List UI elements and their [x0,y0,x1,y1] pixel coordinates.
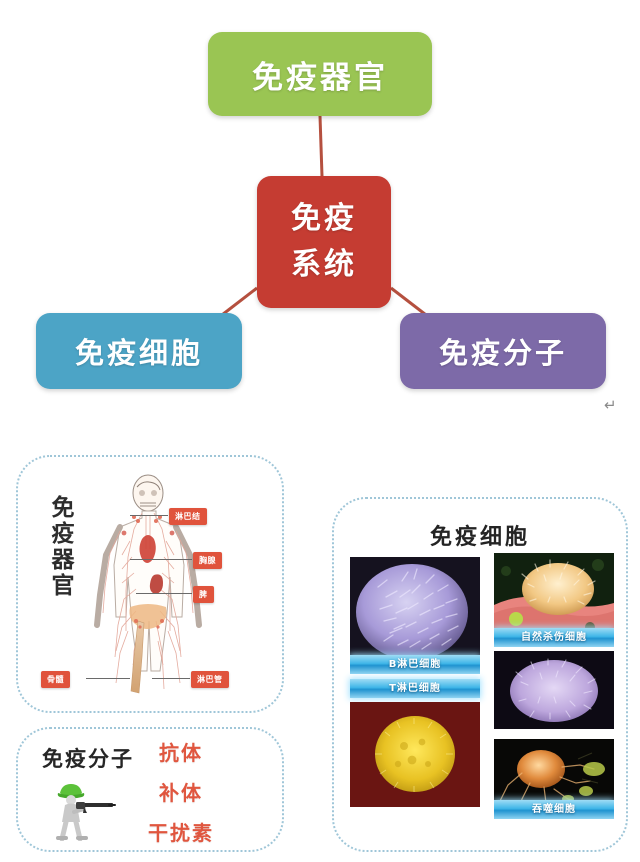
node-immune-cells-label: 免疫细胞 [74,336,203,370]
panel-immune-molecules: 免疫分子 抗体 补体 干扰素 [16,727,284,852]
connector-center-to-organs [318,115,324,177]
macrophage-micrograph [350,702,480,807]
immune-system-mindmap: 免疫器官 免疫 系统 免疫细胞 免疫分子 ↵ [0,0,640,430]
paragraph-return-icon: ↵ [604,396,617,414]
leader-line-thymus [130,559,192,560]
panel-immune-cells: 免疫细胞 [332,497,628,852]
panel-immune-cells-title: 免疫细胞 [429,525,530,550]
human-lymphatic-body-diagram [94,474,202,694]
molecule-item-complement: 补体 [159,781,203,805]
cell-card-macrophage[interactable] [350,702,480,807]
organ-tag-lymphvessel: 淋巴管 [191,671,229,688]
immune-molecule-list: 抗体 补体 干扰素 [148,737,214,846]
node-immune-system[interactable]: 免疫 系统 [257,176,391,308]
cell-card-b-lymphocyte-label: B淋巴细胞 [350,655,480,674]
cell-card-phagocyte[interactable]: 吞噬细胞 [494,739,614,819]
molecule-item-interferon: 干扰素 [148,821,214,845]
b-lymphocyte-micrograph [350,557,480,674]
cell-card-nk-cell-label: 自然杀伤细胞 [494,628,614,647]
panel-immune-organs: 免疫器官 [16,455,284,713]
panel-immune-organs-title: 免疫器官 [47,495,73,599]
organ-tag-thymus: 胸腺 [193,552,222,569]
cell-label-t-lymphocyte[interactable]: T淋巴细胞 [350,679,480,698]
cell-card-b-lymphocyte[interactable]: B淋巴细胞 [350,557,480,674]
node-immune-system-label-line2: 系统 [291,247,357,282]
node-immune-organs[interactable]: 免疫器官 [208,32,432,116]
molecule-item-antibody: 抗体 [159,741,203,765]
lymphocyte-micrograph [494,651,614,729]
soldier-icon [56,784,116,841]
node-immune-molecules[interactable]: 免疫分子 [400,313,606,389]
panel-immune-molecules-title: 免疫分子 [42,747,134,771]
cell-card-nk-cell[interactable]: 自然杀伤细胞 [494,553,614,647]
organ-tag-spleen: 脾 [193,586,214,603]
node-immune-organs-label: 免疫器官 [252,59,388,96]
cell-card-phagocyte-label: 吞噬细胞 [494,800,614,819]
organ-tag-marrow: 骨髓 [41,671,70,688]
leader-line-spleen [136,593,192,594]
leader-line-lymphnode [130,515,168,516]
organ-tag-lymphnode: 淋巴结 [169,508,207,525]
leader-line-lymphvessel [152,678,190,679]
leader-line-marrow [86,678,130,679]
node-immune-system-label-line1: 免疫 [291,201,357,236]
cell-card-lymphocyte[interactable] [494,651,614,729]
node-immune-cells[interactable]: 免疫细胞 [36,313,242,389]
node-immune-molecules-label: 免疫分子 [438,336,567,370]
